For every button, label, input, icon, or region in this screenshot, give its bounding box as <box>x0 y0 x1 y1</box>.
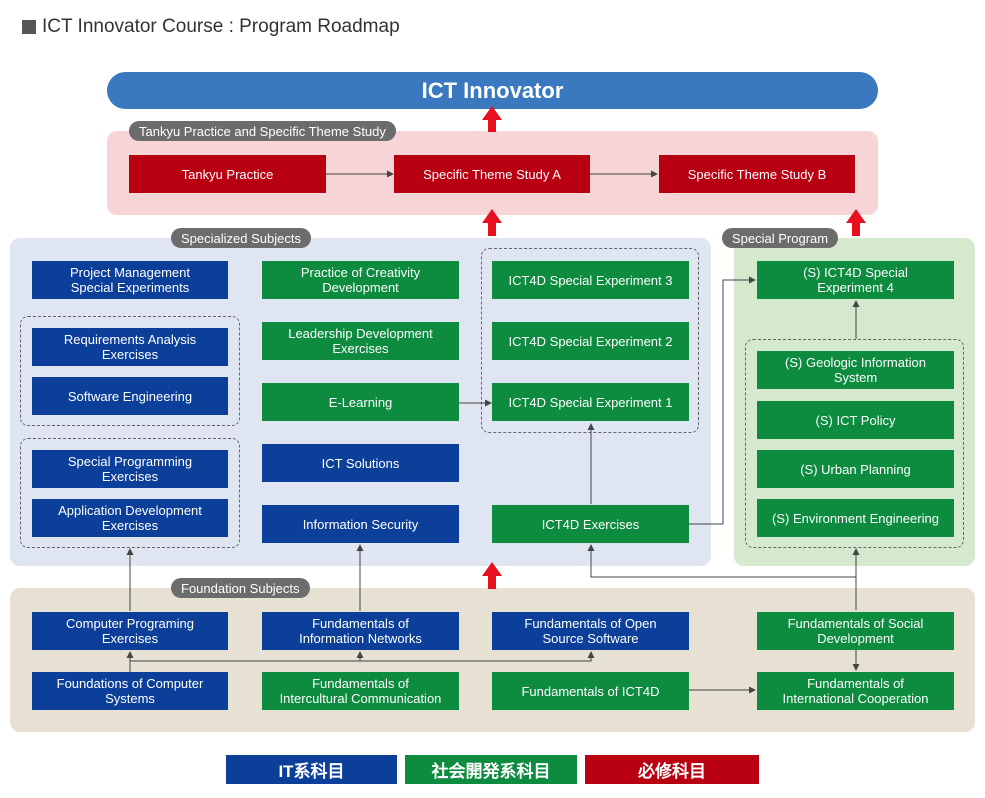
legend-required-subjects: 必修科目 <box>585 755 759 784</box>
s-urban-planning-box: (S) Urban Planning <box>757 450 954 488</box>
s-ict4d-experiment-4-box: (S) ICT4D Special Experiment 4 <box>757 261 954 299</box>
foundation-section-label: Foundation Subjects <box>171 578 310 598</box>
creativity-development-box: Practice of Creativity Development <box>262 261 459 299</box>
ict4d-experiment-3-box: ICT4D Special Experiment 3 <box>492 261 689 299</box>
ict4d-experiment-1-box: ICT4D Special Experiment 1 <box>492 383 689 421</box>
information-security-box: Information Security <box>262 505 459 543</box>
fundamentals-international-cooperation-box: Fundamentals of International Cooperatio… <box>757 672 954 710</box>
requirements-group <box>20 316 240 426</box>
computer-programming-box: Computer Programing Exercises <box>32 612 228 650</box>
page-title-text: ICT Innovator Course : Program Roadmap <box>42 16 400 37</box>
ict-solutions-box: ICT Solutions <box>262 444 459 482</box>
legend-social-development-subjects: 社会開発系科目 <box>405 755 577 784</box>
fundamentals-intercultural-box: Fundamentals of Intercultural Communicat… <box>262 672 459 710</box>
s-ict-policy-box: (S) ICT Policy <box>757 401 954 439</box>
foundations-computer-systems-box: Foundations of Computer Systems <box>32 672 228 710</box>
project-management-box: Project Management Special Experiments <box>32 261 228 299</box>
heading-square-icon <box>22 20 36 34</box>
specific-theme-b-box: Specific Theme Study B <box>659 155 855 193</box>
specialized-section-label: Specialized Subjects <box>171 228 311 248</box>
application-development-box: Application Development Exercises <box>32 499 228 537</box>
requirements-analysis-box: Requirements Analysis Exercises <box>32 328 228 366</box>
legend-it-subjects: IT系科目 <box>226 755 397 784</box>
fundamentals-open-source-box: Fundamentals of Open Source Software <box>492 612 689 650</box>
fundamentals-social-development-box: Fundamentals of Social Development <box>757 612 954 650</box>
special-program-section-label: Special Program <box>722 228 839 248</box>
programming-group <box>20 438 240 548</box>
goal-banner: ICT Innovator <box>107 72 878 109</box>
page-title: ICT Innovator Course : Program Roadmap <box>22 16 400 38</box>
s-environment-engineering-box: (S) Environment Engineering <box>757 499 954 537</box>
tankyu-section-label: Tankyu Practice and Specific Theme Study <box>129 121 396 141</box>
fundamentals-ict4d-box: Fundamentals of ICT4D <box>492 672 689 710</box>
software-engineering-box: Software Engineering <box>32 377 228 415</box>
fundamentals-networks-box: Fundamentals of Information Networks <box>262 612 459 650</box>
s-geologic-information-box: (S) Geologic Information System <box>757 351 954 389</box>
ict4d-exercises-box: ICT4D Exercises <box>492 505 689 543</box>
special-programming-box: Special Programming Exercises <box>32 450 228 488</box>
ict4d-experiment-2-box: ICT4D Special Experiment 2 <box>492 322 689 360</box>
e-learning-box: E-Learning <box>262 383 459 421</box>
tankyu-practice-box: Tankyu Practice <box>129 155 326 193</box>
leadership-development-box: Leadership Development Exercises <box>262 322 459 360</box>
foundation-region <box>10 588 975 732</box>
specific-theme-a-box: Specific Theme Study A <box>394 155 590 193</box>
